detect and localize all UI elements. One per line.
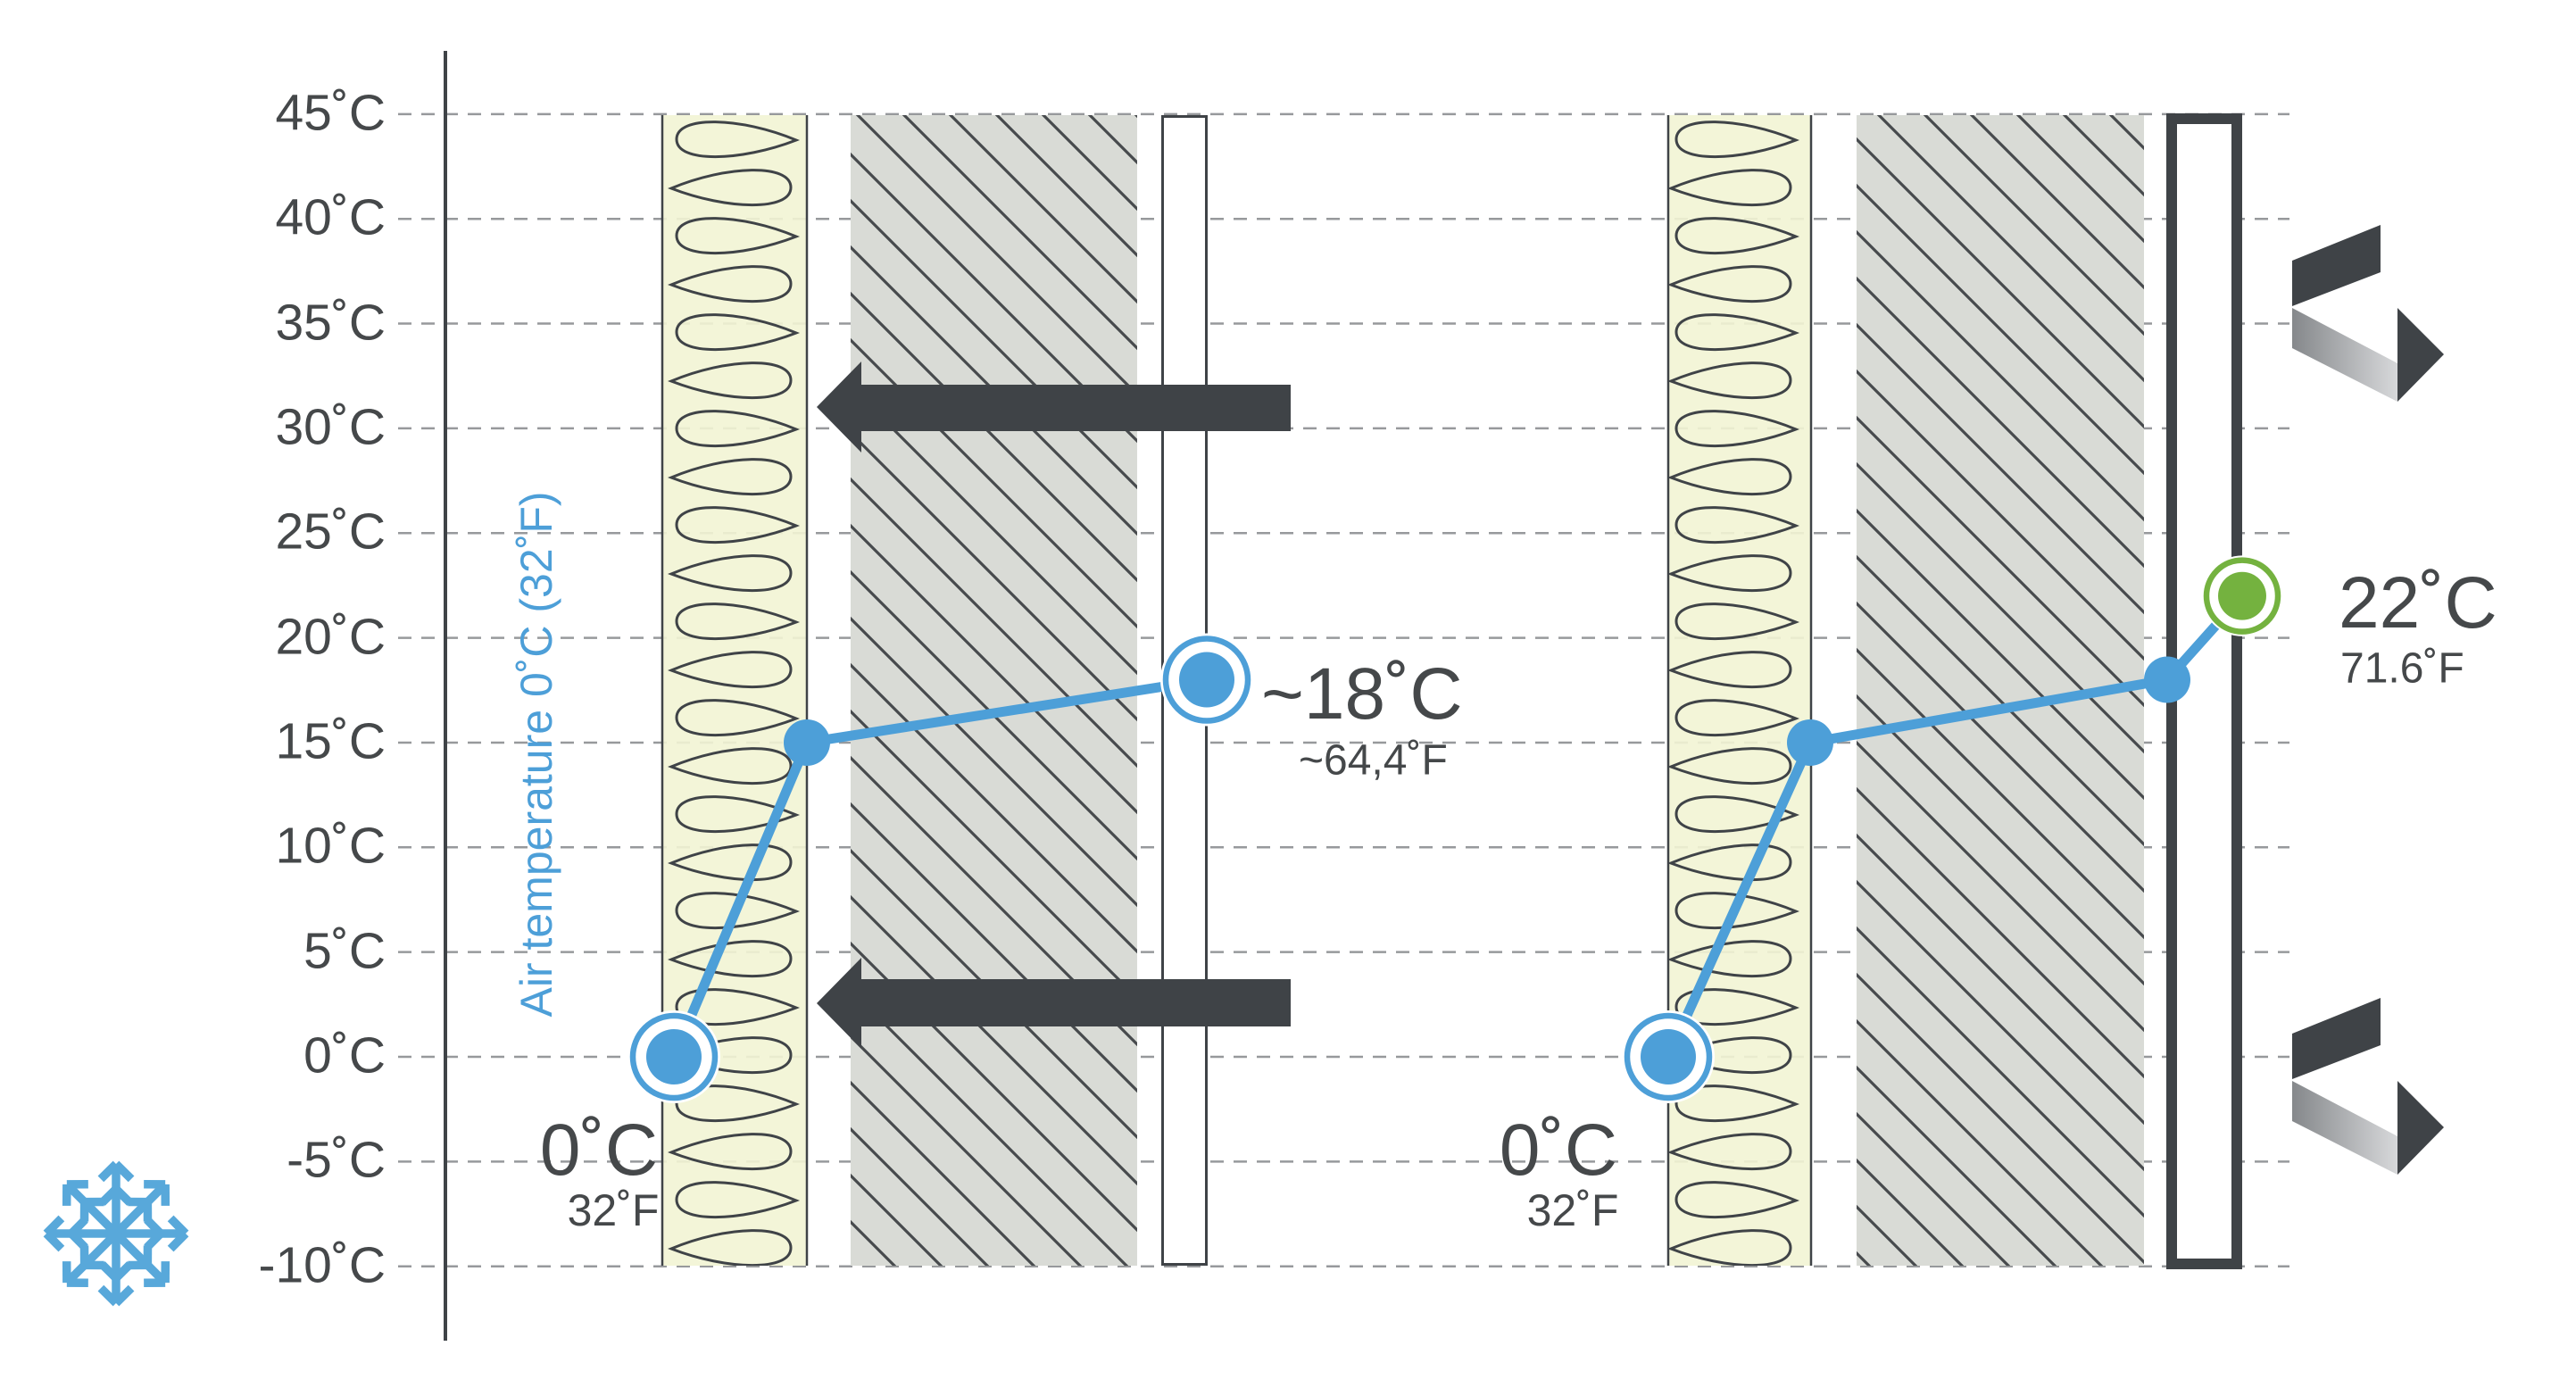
wall1-assembly (661, 115, 1208, 1266)
axis-tick-label: 35˚C (275, 294, 386, 352)
heat-reflect-arrow-icon-bottom (2292, 998, 2444, 1175)
axis-tick-label: 40˚C (275, 188, 386, 246)
axis-tick-label: 5˚C (303, 922, 386, 980)
axis-tick-label: 25˚C (275, 503, 386, 561)
wall2-assembly (1666, 113, 2242, 1269)
wall1-outdoor-temp-label-c: 0˚C (539, 1109, 659, 1191)
wall2-outdoor-temp-label-c: 0˚C (1499, 1109, 1618, 1191)
axis-tick-label: -5˚C (287, 1132, 386, 1190)
wall2-outdoor-temp-label-f: 32˚F (1526, 1185, 1619, 1235)
axis-tick-label: 15˚C (275, 712, 386, 770)
wall1-indoor-temp-label-c: ~18˚C (1261, 653, 1463, 735)
axis-tick-label: 45˚C (275, 84, 386, 142)
wall2-temperature-line (1622, 555, 2283, 1103)
wall1-outdoor-temp-label-f: 32˚F (567, 1185, 660, 1235)
wall2-indoor-temp-label-c: 22˚C (2339, 562, 2497, 644)
axis-tick-label: 0˚C (303, 1026, 386, 1084)
axis-tick-label: -10˚C (258, 1236, 386, 1294)
snowflake-icon (43, 1160, 189, 1307)
wall2-indoor-temp-label-f: 71.6˚F (2340, 644, 2464, 693)
axis-title: Air temperature 0˚C (32˚F) (511, 491, 561, 1018)
axis-tick-label: 20˚C (275, 608, 386, 666)
axis-tick-label: 30˚C (275, 398, 386, 456)
wall1-indoor-temp-label-f: ~64,4˚F (1299, 736, 1448, 785)
heat-loss-arrow-icon-bottom (817, 958, 1291, 1049)
wall1-masonry-hatch (851, 115, 1137, 1266)
wall1-temperature-line (627, 633, 1253, 1103)
axis-tick-label: 10˚C (275, 817, 386, 875)
heat-loss-arrow-icon-top (817, 361, 1291, 453)
heat-reflect-arrow-icon-top (2292, 225, 2444, 402)
